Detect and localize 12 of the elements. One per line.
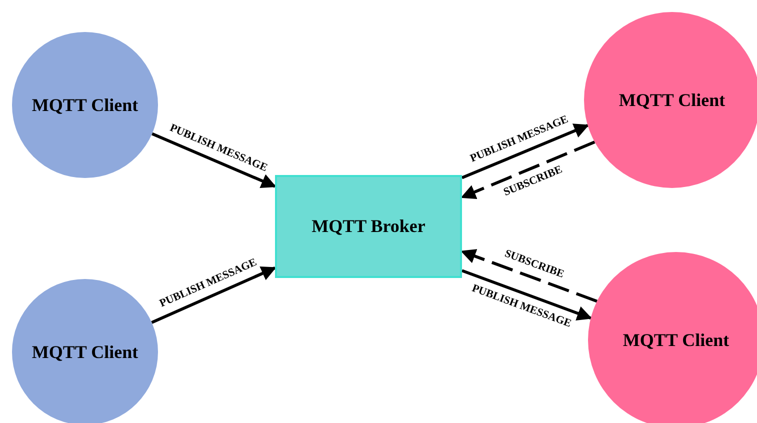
node-label: MQTT Client <box>622 330 730 350</box>
broker-box <box>275 175 462 278</box>
node-label: MQTT Client <box>32 342 138 362</box>
arrow <box>460 249 598 303</box>
arrow <box>152 132 276 188</box>
arrow <box>461 269 592 320</box>
arrow <box>151 266 276 324</box>
node-label: MQTT Client <box>32 94 138 116</box>
node-label: MQTT Client <box>618 90 726 110</box>
arrow <box>460 140 596 199</box>
node-label: MQTT Broker <box>312 216 426 237</box>
arrow <box>461 124 590 180</box>
